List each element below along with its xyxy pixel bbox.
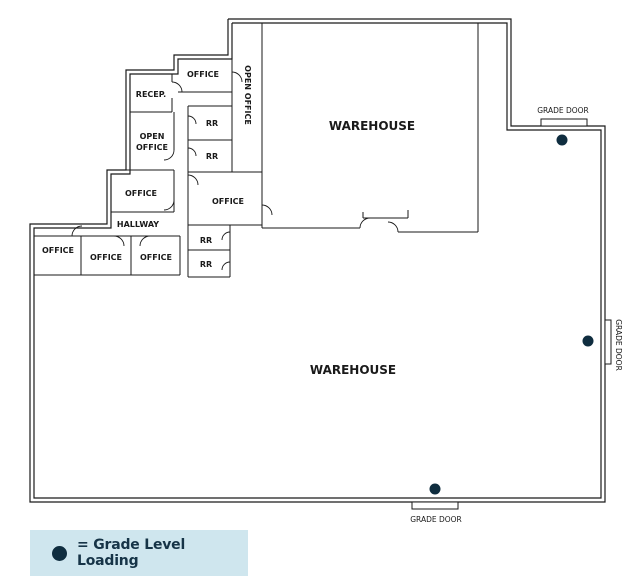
interior-walls bbox=[34, 23, 479, 278]
room-label-office-center: OFFICE bbox=[212, 197, 244, 206]
inner-wall-outline bbox=[33, 22, 602, 499]
legend-label: = Grade Level Loading bbox=[77, 537, 186, 569]
room-label-restroom-3: RR bbox=[200, 236, 212, 245]
legend: = Grade Level Loading bbox=[30, 530, 248, 576]
room-label-reception: RECEP. bbox=[136, 90, 166, 99]
room-label-open-office-vertical: OPEN OFFICE bbox=[243, 65, 252, 125]
room-label-warehouse-upper: WAREHOUSE bbox=[329, 119, 415, 133]
room-labels: WAREHOUSE WAREHOUSE OFFICE OPEN OFFICE R… bbox=[42, 65, 415, 377]
grade-door-top-frame bbox=[540, 118, 588, 127]
room-label-restroom-2: RR bbox=[206, 152, 218, 161]
grade-door-right-frame bbox=[604, 319, 612, 365]
room-label-office-bottom-2: OFFICE bbox=[90, 253, 122, 262]
room-label-office-bottom-1: OFFICE bbox=[42, 246, 74, 255]
room-label-warehouse-main: WAREHOUSE bbox=[310, 363, 396, 377]
grade-door-bottom-frame bbox=[411, 501, 459, 510]
loading-dot-icon bbox=[52, 545, 67, 561]
room-label-restroom-4: RR bbox=[200, 260, 212, 269]
room-label-office-bottom-3: OFFICE bbox=[140, 253, 172, 262]
grade-level-loading-marker-top bbox=[556, 134, 568, 146]
grade-door-label-top: GRADE DOOR bbox=[537, 106, 589, 115]
grade-door-label-bottom: GRADE DOOR bbox=[410, 515, 462, 524]
grade-doors bbox=[411, 118, 612, 510]
grade-level-loading-marker-bottom bbox=[429, 483, 441, 495]
room-label-office-left: OFFICE bbox=[125, 189, 157, 198]
room-label-hallway: HALLWAY bbox=[117, 220, 159, 229]
room-label-office-top: OFFICE bbox=[187, 70, 219, 79]
room-label-open-office-left-line1: OPEN bbox=[140, 132, 165, 141]
room-label-open-office-left-line2: OFFICE bbox=[136, 143, 168, 152]
door-swings bbox=[71, 71, 399, 271]
grade-level-loading-marker-right bbox=[582, 335, 594, 347]
room-label-restroom-1: RR bbox=[206, 119, 218, 128]
grade-door-label-right: GRADE DOOR bbox=[614, 319, 623, 371]
loading-markers bbox=[429, 134, 594, 495]
door-labels: GRADE DOOR GRADE DOOR GRADE DOOR bbox=[410, 106, 623, 524]
